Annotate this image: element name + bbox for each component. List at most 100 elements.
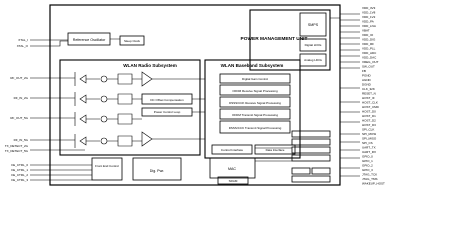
digital-gain-control-label: Digital Gain Control [242,77,268,81]
pin-label-left: FE_CTRL_1 [11,168,28,172]
smps-label: SMPS [308,23,319,27]
ofdm-receive-label: OFDM Receive Signal Processing [232,89,278,93]
analog-ldos-label: Analog LDOs [304,58,322,62]
peripheral-block-5 [291,167,311,175]
peripheral-block-3 [291,146,331,154]
power-control-loop-label: Power Control Loop [154,110,181,114]
pin-label-right: HOST_CMD [362,105,380,109]
reference-oscillator-label: Reference Oscillator [73,38,106,42]
pin-label-right: JTAG_TMS [362,177,377,181]
pin-label-right: VDD_1V8 [362,11,376,15]
data-interface-block [254,144,296,155]
pin-label-right: HOST_D1 [362,114,376,118]
dsss-receive-block [219,96,291,108]
peripheral-block-1 [291,130,331,138]
baseband-subsystem-title: WLAN Baseband Subsystem [221,63,284,68]
pin-label-right: VDD_RF [362,42,374,46]
chip-outline [49,4,341,186]
pin-label-right: AGND [362,78,372,82]
pin-label-right: UART_RX [362,150,376,154]
pin-label-right: GPIO_0 [362,155,373,159]
dsss-receive-label: DSSS/CCK Receive Signal Processing [229,101,281,105]
pin-label-left: TX_DETECT_2G [5,144,29,148]
pin-label-right: GPIO_1 [362,159,373,163]
pin-label-right: GPIO_2 [362,164,373,168]
pin-label-left: RF_OUT_5G [10,116,28,120]
radio-subsystem-title: WLAN Radio Subsystem [123,63,177,68]
dc-offset-label: DC Offset Compensation [150,98,184,102]
front-end-control-label: Front End Control [95,164,119,168]
mac-block [209,157,256,179]
sram-block [217,176,249,185]
pin-label-right: SPI_CLK [362,128,374,132]
pin-label-right: SPI_MOSI [362,132,376,136]
control-interface-block [211,144,253,155]
smps-block [299,12,327,37]
pin-label-left: RF_OUT_2G [10,76,28,80]
peripheral-block-6 [311,167,331,175]
pin-label-right: SPI_CS [362,141,373,145]
pin-label-right: VDD_PLL [362,47,376,51]
pin-label-left: XTAL_O [17,44,29,48]
sleep-clock-label: Sleep Clock [124,39,141,43]
dsss-transmit-label: DSSS/CCK Transmit Signal Processing [229,126,282,130]
pin-label-right: HOST_IF [362,96,375,100]
pin-label-right: JTAG_TCK [362,173,377,177]
peripheral-block-7 [291,175,331,183]
dig-pwr-block [132,157,182,181]
pin-label-left: RF_IN_5G [14,138,29,142]
pin-label-right: UART_TX [362,146,376,150]
pin-label-right: CLK_32K [362,87,375,91]
pin-label-left: RF_IN_2G [14,96,29,100]
pin-label-right: VDD_ADC [362,51,377,55]
pin-label-right: VBAT [362,29,370,33]
pin-label-right: HOST_CLK [362,101,378,105]
pin-label-right: VDD_DAC [362,56,377,60]
data-interface-label: Data Interface [266,148,285,152]
pin-label-left: XTAL_I [18,38,28,42]
signal-wiring [30,13,360,181]
sleep-clock-block [119,35,145,46]
pin-label-left: FE_CTRL_3 [11,178,28,182]
pin-label-right: SW_OUT [362,65,375,69]
pin-label-right: VREG_OUT [362,60,379,64]
pin-label-right: HOST_D0 [362,110,376,114]
pin-label-right: VDD_IO [362,33,374,37]
block-diagram: Reference Oscillator Sleep Clock POWER M… [5,4,385,186]
pin-label-right: RESET_N [362,92,376,96]
ofdm-transmit-label: OFDM Transmit Signal Processing [232,113,278,117]
peripheral-block-2 [291,138,331,146]
power-management-unit-block [249,9,331,71]
pin-label-left: TX_DETECT_5G [5,149,29,153]
ofdm-transmit-block [219,108,291,120]
pin-label-right: GPIO_3 [362,168,373,172]
control-interface-label: Control Interface [221,148,244,152]
dig-pwr-label: Dig. Pwr. [150,169,164,173]
pin-label-right: HOST_D2 [362,119,376,123]
power-management-unit-label: POWER MANAGEMENT UNIT [241,36,308,42]
peripheral-block-4 [291,154,331,162]
pin-label-right: VDD_PA [362,20,374,24]
pin-label-right: VDD_1V2 [362,15,376,19]
digital-gain-control-block [219,73,291,84]
pin-label-right: VDD_DIG [362,38,376,42]
pin-label-right: VDD_LNA [362,24,376,28]
front-end-control-block [91,157,123,181]
pin-label-right: WAKEUP_HOST [362,182,385,186]
pin-label-right: HOST_D3 [362,123,376,127]
sram-label: SRAM [229,179,238,183]
pin-label-right: DGND [362,83,372,87]
digital-ldos-block [299,38,327,52]
pin-label-right: FB [362,69,366,73]
dsss-transmit-block [219,120,291,134]
pin-label-right: SPI_MISO [362,137,377,141]
pin-label-right: PGND [362,74,372,78]
pin-label-right: VDD_3V3 [362,6,376,10]
mac-label: MAC [228,167,236,171]
wlan-radio-subsystem-block [59,59,201,156]
ofdm-receive-block [219,84,291,96]
pin-label-left: FE_CTRL_2 [11,173,28,177]
diagram-canvas: Reference Oscillator Sleep Clock POWER M… [5,4,385,186]
digital-ldos-label: Digital LDOs [305,43,322,47]
pin-label-left: FE_CTRL_0 [11,163,28,167]
